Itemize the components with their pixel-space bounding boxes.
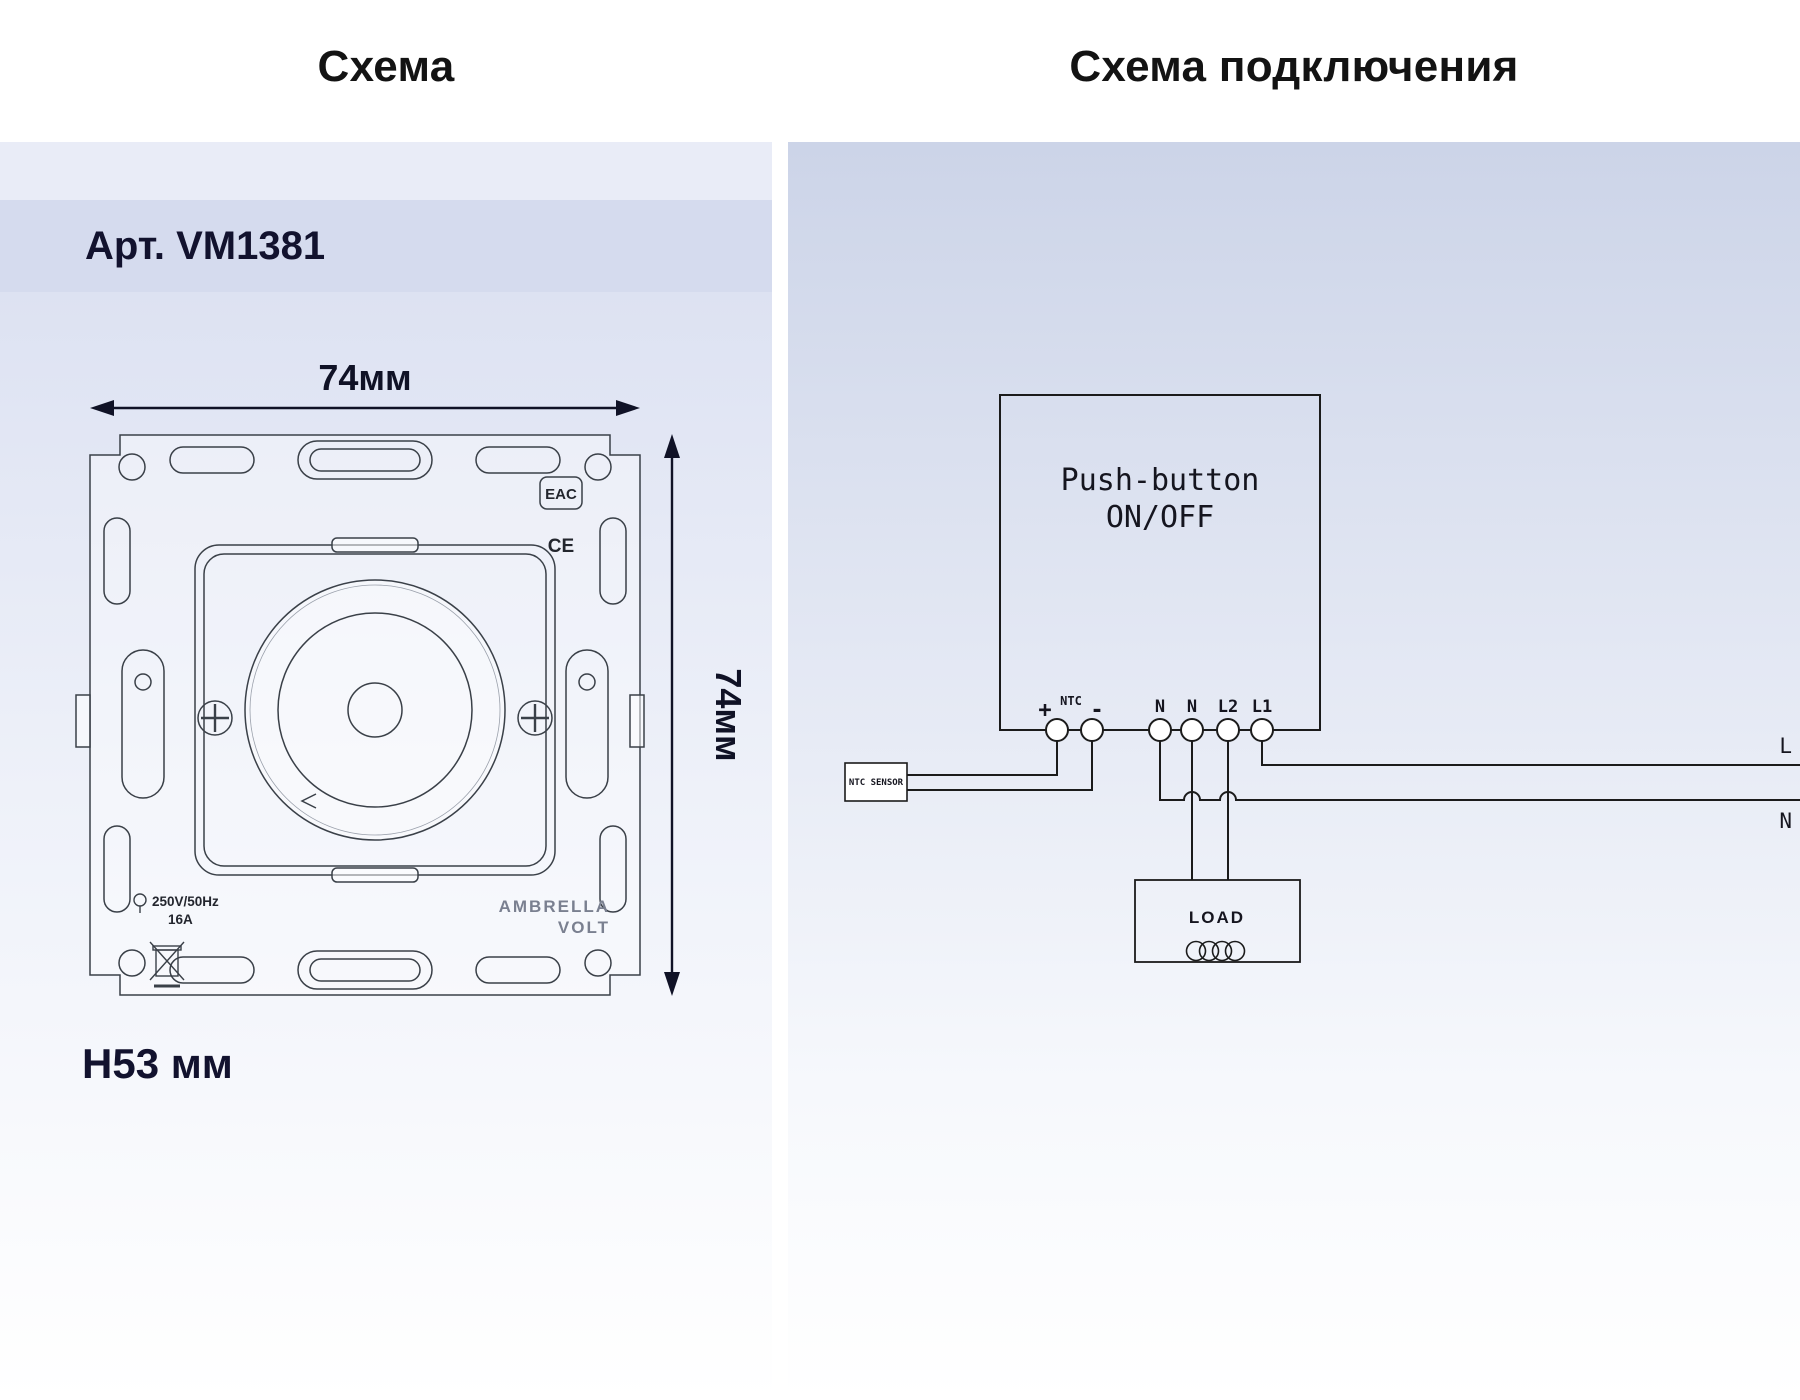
corner-hole — [584, 949, 612, 977]
weee-bin-icon — [149, 941, 185, 988]
terminal-minus — [1080, 718, 1104, 742]
mounting-slot — [475, 956, 561, 984]
ntc-sensor-box — [844, 762, 908, 802]
height-dimension: 74мм — [664, 434, 749, 996]
arrow-up-icon — [664, 434, 680, 458]
module-top-tab — [331, 537, 419, 553]
height-dimension-label: 74мм — [708, 668, 749, 761]
side-slot — [599, 825, 627, 913]
wiring-panel — [788, 142, 1800, 1400]
inductor-coil-icon — [1185, 940, 1246, 962]
left-panel-body — [0, 292, 772, 1400]
arrow-right-icon — [616, 400, 640, 416]
terminal-l2 — [1216, 718, 1240, 742]
outer-plate-outline — [89, 434, 641, 996]
dimensions-panel: Арт. VM1381 — [0, 142, 772, 1400]
terminal-n2-label: N — [1187, 697, 1197, 717]
panel-top-strip — [0, 142, 772, 200]
mains-n-label: N — [1779, 809, 1792, 833]
terminal-l1-label: L1 — [1252, 697, 1272, 717]
right-panel-title: Схема подключения — [1069, 42, 1519, 91]
terminal-plus-label: + — [1038, 698, 1051, 723]
arrow-down-icon — [664, 972, 680, 996]
voltage-rating: 250V/50Hz — [152, 894, 219, 909]
dial-pointer-icon — [300, 793, 317, 809]
brand-name: VOLT — [558, 918, 610, 937]
mechanism-technical-drawing: 74мм 74мм — [75, 357, 749, 996]
module-bottom-tab — [331, 867, 419, 883]
article-band: Арт. VM1381 — [0, 200, 772, 292]
terminal-plus — [1045, 718, 1069, 742]
keyhole-slot — [121, 649, 165, 799]
eac-mark-frame — [539, 476, 583, 510]
corner-hole — [118, 949, 146, 977]
terminal-circles — [1045, 718, 1274, 742]
corner-hole — [584, 453, 612, 481]
terminal-l1 — [1250, 718, 1274, 742]
ntc-sensor-label: NTC SENSOR — [849, 778, 904, 788]
fixing-screw — [517, 700, 553, 736]
dial-spindle-hole — [347, 682, 403, 738]
terminal-n2 — [1180, 718, 1204, 742]
l1-mains-wire — [1261, 741, 1800, 766]
mounting-slot — [169, 446, 255, 474]
center-slot-inner — [309, 448, 421, 472]
n-mains-wire — [1159, 741, 1800, 801]
pushbutton-device-box — [999, 394, 1321, 731]
width-dimension-label: 74мм — [318, 357, 411, 398]
dial-knob — [277, 612, 473, 808]
device-label-line2: ON/OFF — [1106, 500, 1214, 535]
left-panel-title: Схема — [317, 42, 455, 91]
mains-l-label: L — [1779, 734, 1792, 758]
mounting-slot — [475, 446, 561, 474]
side-claw — [629, 694, 645, 748]
arrow-left-icon — [90, 400, 114, 416]
depth-dimension-label: H53 мм — [82, 1040, 233, 1087]
load-label: LOAD — [1189, 908, 1245, 927]
device-label-line1: Push-button — [1061, 463, 1260, 498]
terminal-minus-label: - — [1090, 698, 1103, 723]
keyhole-slot-hole — [578, 673, 596, 691]
ntc-plus-wire — [907, 741, 1058, 776]
ntc-minus-wire — [907, 741, 1093, 791]
mounting-slot — [169, 956, 255, 984]
center-slot — [297, 440, 433, 480]
current-rating: 16A — [168, 912, 193, 927]
ce-cert-mark: CE — [548, 536, 574, 557]
lamp-icon — [133, 893, 147, 913]
side-slot — [103, 517, 131, 605]
article-number: Арт. VM1381 — [85, 223, 326, 268]
corner-hole — [118, 453, 146, 481]
side-slot — [103, 825, 131, 913]
inner-module-frame-inner — [203, 553, 547, 867]
center-slot — [297, 950, 433, 990]
fixing-screw — [197, 700, 233, 736]
load-box — [1134, 879, 1301, 963]
keyhole-slot — [565, 649, 609, 799]
side-claw — [75, 694, 91, 748]
eac-cert-mark: EAC — [545, 486, 577, 503]
terminal-n1 — [1148, 718, 1172, 742]
mechanism-plate — [75, 434, 645, 996]
wiring-diagram: Push-button ON/OFF + NTC - N N L2 L1 NTC… — [844, 394, 1800, 963]
terminal-n1-label: N — [1155, 697, 1165, 717]
keyhole-slot-hole — [134, 673, 152, 691]
side-slot — [599, 517, 627, 605]
width-dimension: 74мм — [90, 357, 640, 416]
brand-name: AMBRELLA — [499, 897, 610, 916]
dial-outer-ring — [244, 579, 506, 841]
wiring-lines — [844, 394, 1800, 963]
dial-outer-ring-line — [249, 584, 501, 836]
terminal-l2-label: L2 — [1218, 697, 1238, 717]
terminal-ntc-label: NTC — [1060, 694, 1082, 708]
center-slot-inner — [309, 958, 421, 982]
